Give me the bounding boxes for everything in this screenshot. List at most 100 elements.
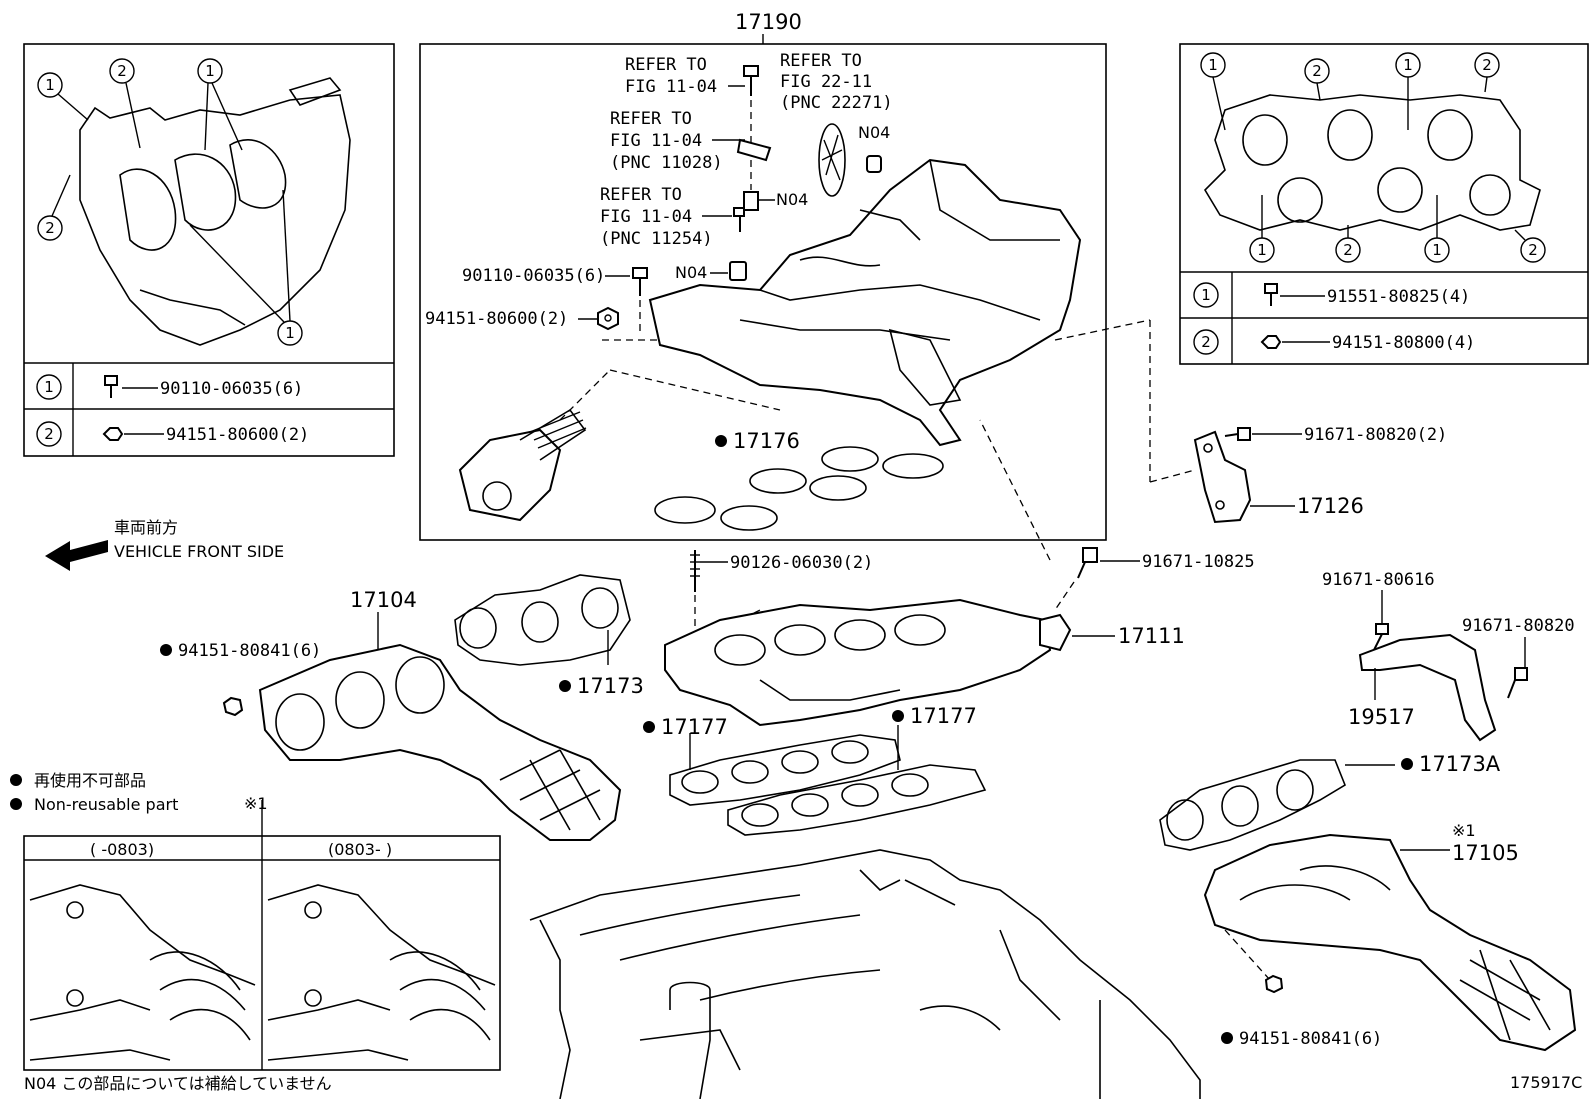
callout-1: 1: [1257, 241, 1267, 259]
legend: 再使用不可部品 Non-reusable part ※1: [10, 771, 268, 814]
refer-text: (PNC 11254): [600, 229, 713, 249]
plug-part: [866, 155, 882, 173]
label-90110-06035: 90110-06035(6): [462, 266, 605, 286]
gasket-17176: [654, 446, 944, 531]
legend-en: Non-reusable part: [34, 795, 178, 814]
intake-manifold-assembly: 17190 REFER TO FIG 11-04 REFER TO FIG 22…: [419, 10, 1107, 541]
callout-2: 2: [1528, 241, 1538, 259]
bracket-part: [736, 138, 772, 162]
nut-icon: [102, 427, 124, 441]
refer-text: REFER TO: [600, 185, 682, 205]
right-detail-box: 1 2 1 2 1 2 1 2 1 91551-80825(4) 2 94151…: [1179, 43, 1589, 365]
refer-text: REFER TO: [780, 51, 862, 71]
stud-icon: [733, 191, 759, 232]
non-reusable-marker: [1401, 758, 1413, 770]
label-19517: 19517: [1348, 705, 1415, 729]
label-n04: N04: [675, 263, 707, 282]
refer-text: FIG 11-04: [625, 77, 717, 97]
label-17111: 17111: [1118, 624, 1185, 648]
nut-icon: [597, 306, 619, 331]
label-91671-80616: 91671-80616: [1322, 570, 1435, 590]
refer-text: FIG 11-04: [610, 131, 702, 151]
non-reusable-marker: [715, 435, 727, 447]
gasket-17177-a: 17177: [643, 715, 901, 806]
callout-2: 2: [1343, 241, 1353, 259]
ref-mark: ※1: [244, 794, 268, 813]
refer-text: FIG 11-04: [600, 207, 692, 227]
table-row-part: 94151-80800(4): [1332, 333, 1475, 353]
callout-1: 1: [1208, 56, 1218, 74]
callout-2: 2: [1482, 56, 1492, 74]
label-17126: 17126: [1297, 494, 1364, 518]
heat-insulator-19517: 91671-80616 91671-80820 19517: [1322, 570, 1575, 742]
arrow-left-icon: [45, 540, 108, 571]
gasket-17173A: 17173A: [1159, 752, 1501, 851]
callout-2: 2: [1312, 62, 1322, 80]
refer-text: (PNC 22271): [780, 93, 893, 113]
label-17176: 17176: [733, 429, 800, 453]
intake-plenum: [648, 158, 1082, 447]
non-reusable-marker: [559, 680, 571, 692]
bolt-icon: [104, 375, 118, 398]
table-row-part: 90110-06035(6): [160, 379, 303, 399]
bolt-icon: [632, 267, 648, 296]
bolt-icon: [1507, 667, 1528, 699]
refer-text: FIG 22-11: [780, 72, 872, 92]
label-n04: N04: [776, 190, 808, 209]
table-row-num: 1: [44, 378, 54, 396]
callout-1: 1: [45, 76, 55, 94]
manifold-sketch: [79, 94, 351, 346]
label-94151-80600: 94151-80600(2): [425, 309, 568, 329]
bolt-icon: [743, 65, 759, 96]
label-17177: 17177: [661, 715, 728, 739]
exhaust-manifold-17104: 17104 94151-80841(6): [160, 588, 622, 841]
range-new: (0803- ): [328, 840, 392, 859]
label-94151-80841b: 94151-80841(6): [1239, 1029, 1382, 1049]
front-label-en: VEHICLE FRONT SIDE: [114, 542, 284, 561]
table-row-num: 1: [1201, 286, 1211, 304]
gasket-17173: 17173: [454, 574, 644, 698]
non-reusable-marker: [643, 721, 655, 733]
bolt-icon: [1264, 283, 1278, 306]
ref-mark: ※1: [1452, 821, 1476, 840]
label-17190: 17190: [735, 10, 802, 34]
callout-1: 1: [285, 324, 295, 342]
callout-1: 1: [205, 62, 215, 80]
refer-text: REFER TO: [625, 55, 707, 75]
refer-text: (PNC 11028): [610, 153, 723, 173]
label-17173A: 17173A: [1419, 752, 1501, 776]
gasket-sketch: [1203, 94, 1541, 231]
refer-text: REFER TO: [610, 109, 692, 129]
callout-1: 1: [1432, 241, 1442, 259]
variant-box: ( -0803) (0803- ): [23, 800, 501, 1071]
throttle-body: [458, 408, 587, 522]
table-row-part: 94151-80600(2): [166, 425, 309, 445]
label-94151-80841: 94151-80841(6): [178, 641, 321, 661]
table-row-part: 91551-80825(4): [1327, 287, 1470, 307]
label-17177: 17177: [910, 704, 977, 728]
label-17105: 17105: [1452, 841, 1519, 865]
stud-90126: 90126-06030(2): [690, 550, 873, 592]
range-old: ( -0803): [90, 840, 154, 859]
left-detail-box: 1 2 1 2 1 1 90110-06035(6) 2 94151-80600…: [23, 43, 395, 457]
non-reusable-marker: [892, 710, 904, 722]
label-n04: N04: [858, 123, 890, 142]
non-reusable-marker: [160, 644, 172, 656]
filter-screen: [818, 123, 846, 197]
bolt-91671-10825: 91671-10825: [1077, 547, 1255, 579]
figure-id: 175917C: [1510, 1073, 1582, 1092]
plug-icon: [729, 261, 747, 281]
label-17104: 17104: [350, 588, 417, 612]
nut-icon: [1264, 974, 1284, 994]
callout-2: 2: [45, 219, 55, 237]
callout-2: 2: [117, 62, 127, 80]
non-reusable-marker: [10, 798, 22, 810]
label-17173: 17173: [577, 674, 644, 698]
lower-intake-17111: 17111: [664, 598, 1185, 727]
front-label-jp: 車両前方: [114, 518, 178, 537]
bolt-icon: [1373, 623, 1389, 651]
gasket-17177-b: 17177: [727, 704, 987, 836]
non-reusable-marker: [1221, 1032, 1233, 1044]
label-91671-80820: 91671-80820(2): [1304, 425, 1447, 445]
